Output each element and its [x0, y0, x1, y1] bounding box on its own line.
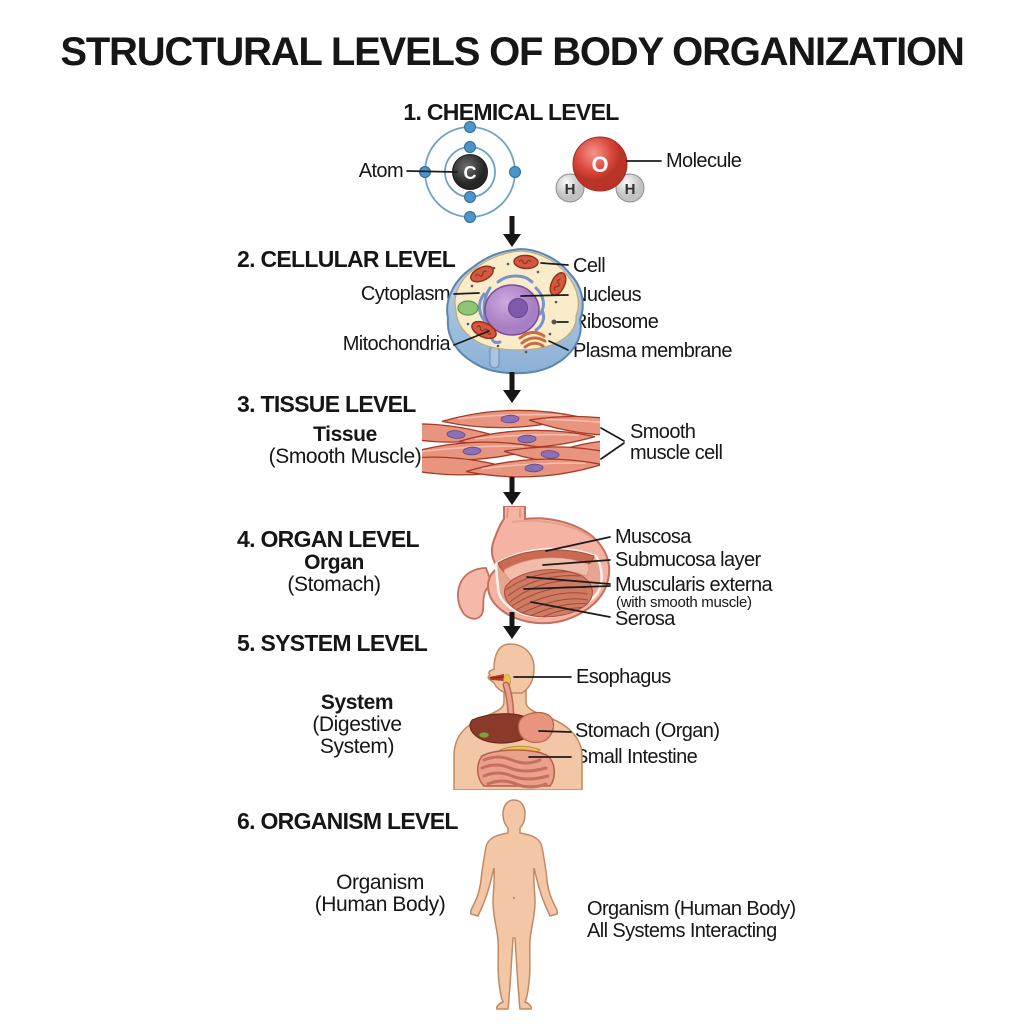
- smooth-muscle-leader-line-2: [600, 442, 625, 460]
- stomach-organ-label: Stomach (Organ): [575, 720, 720, 742]
- smooth-muscle-tissue-illustration: [422, 409, 600, 478]
- heading-cellular-level: 2. CELLULAR LEVEL: [237, 246, 456, 272]
- page-title: STRUCTURAL LEVELS OF BODY ORGANIZATION: [60, 30, 965, 74]
- heading-tissue-level: 3. TISSUE LEVEL: [237, 391, 416, 417]
- system-caption-line2: (Digestive: [312, 713, 402, 736]
- heading-organism-level: 6. ORGANISM LEVEL: [237, 808, 458, 834]
- oxygen-symbol: O: [591, 152, 608, 177]
- atom-label: Atom: [358, 160, 404, 182]
- plasma-membrane-label: Plasma membrane: [573, 340, 732, 362]
- navel: [512, 896, 516, 900]
- fundus-shading: [511, 519, 593, 539]
- membrane-stalk: [489, 345, 500, 369]
- tissue-caption-title: Tissue: [313, 423, 377, 446]
- organ-caption-sub: (Stomach): [287, 573, 381, 596]
- ribosome-label: Ribosome: [573, 311, 659, 333]
- hydrogen-symbol: H: [565, 181, 576, 198]
- esophagus-lines: [506, 507, 521, 519]
- intestine-coils: [480, 755, 550, 789]
- smooth-muscle-label-line2: muscle cell: [630, 442, 723, 464]
- duodenum: [457, 567, 494, 620]
- stomach-illustration: [457, 506, 611, 625]
- organism-caption-line1: Organism: [336, 871, 424, 894]
- small-intestine-label: Small Intestine: [575, 746, 698, 768]
- muscle-cells: [422, 409, 600, 478]
- ribosome-target-dot: [551, 319, 557, 325]
- nucleolus: [508, 298, 528, 318]
- mitochondria-label: Mitochondria: [342, 333, 451, 355]
- atom-illustration: C: [419, 121, 521, 223]
- carbon-symbol: C: [464, 163, 477, 183]
- serosa-label: Serosa: [615, 608, 675, 630]
- tongue-line: [489, 676, 504, 679]
- gallbladder: [478, 731, 490, 739]
- cytoplasm-label: Cytoplasm: [360, 283, 451, 305]
- esophagus-label: Esophagus: [576, 666, 671, 688]
- arrow-tissue-to-organ: [503, 477, 521, 505]
- ribosomes: [466, 262, 558, 354]
- hydrogen-atom: [615, 173, 645, 203]
- vacuole: [457, 300, 479, 316]
- cell-label: Cell: [573, 255, 606, 277]
- system-caption-line3: System): [319, 735, 395, 758]
- intestines: [477, 749, 555, 787]
- heading-system-level: 5. SYSTEM LEVEL: [237, 630, 428, 656]
- muscularis-sub-label: (with smooth muscle): [616, 594, 752, 611]
- stomach-organ: [517, 711, 555, 744]
- smooth-muscle-leader-line-1: [600, 427, 625, 442]
- molecule-label: Molecule: [666, 150, 742, 172]
- digestive-system-illustration: [453, 643, 583, 790]
- heading-organ-level: 4. ORGAN LEVEL: [237, 526, 420, 552]
- hydrogen-atom: [555, 173, 585, 203]
- submucosa-label: Submucosa layer: [615, 549, 761, 571]
- head-profile: [487, 643, 535, 694]
- organ-caption-title: Organ: [304, 551, 364, 574]
- oxygen-atom: [572, 136, 628, 192]
- hydrogen-symbol-2: H: [625, 181, 636, 198]
- water-molecule-illustration: O H H: [555, 136, 645, 203]
- human-body-illustration: [470, 799, 558, 1010]
- mucosa-label: Muscosa: [615, 526, 691, 548]
- cell-illustration: [446, 248, 584, 375]
- tissue-caption-sub: (Smooth Muscle): [268, 445, 422, 468]
- heading-chemical-level: 1. CHEMICAL LEVEL: [403, 99, 619, 125]
- organism-note-line2: All Systems Interacting: [587, 920, 777, 942]
- organism-caption-line2: (Human Body): [314, 893, 446, 916]
- nucleus-label: Nucleus: [573, 284, 642, 306]
- human-silhouette: [470, 799, 558, 1010]
- organism-note-line1: Organism (Human Body): [587, 898, 796, 920]
- golgi-apparatus: [518, 331, 547, 349]
- muscularis-label: Muscularis externa: [615, 574, 773, 596]
- system-caption-title: System: [320, 691, 394, 714]
- smooth-muscle-label-line1: Smooth: [630, 421, 696, 443]
